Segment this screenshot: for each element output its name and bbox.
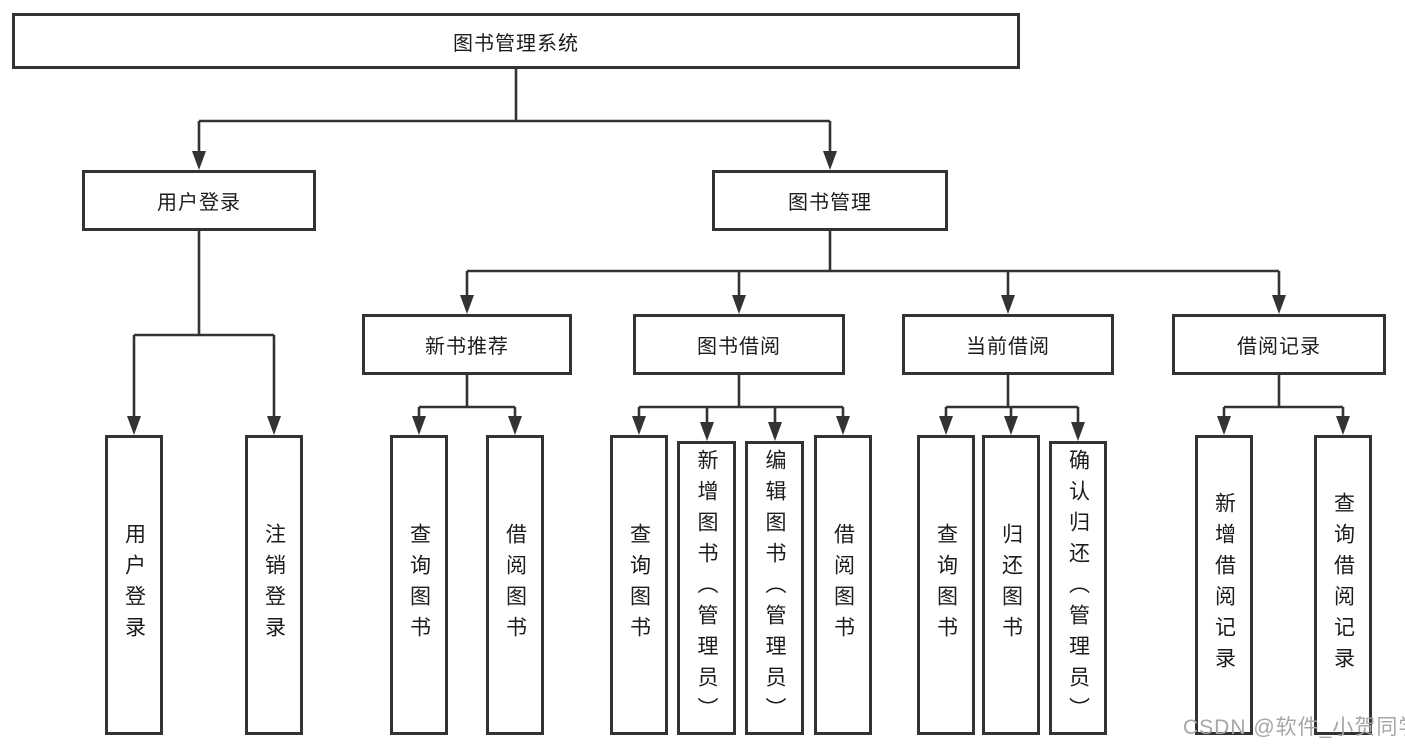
node-book-borrowing: 图书借阅	[633, 314, 845, 375]
leaf-add-borrow-record: 新增借阅记录	[1195, 435, 1253, 735]
leaf-query-books-borrowing: 查询图书	[610, 435, 668, 735]
leaf-borrow-books-recommend: 借阅图书	[486, 435, 544, 735]
node-book-management: 图书管理	[712, 170, 948, 231]
arrowhead-icons	[127, 151, 1350, 441]
node-new-book-recommendation: 新书推荐	[362, 314, 572, 375]
watermark-text: CSDN @软件_小贺同学	[1183, 716, 1405, 739]
node-current-borrowing: 当前借阅	[902, 314, 1114, 375]
node-library-management-system: 图书管理系统	[12, 13, 1020, 69]
leaf-query-books-current: 查询图书	[917, 435, 975, 735]
connector-paths	[132, 69, 1345, 425]
leaf-return-books: 归还图书	[982, 435, 1040, 735]
leaf-query-borrow-record: 查询借阅记录	[1314, 435, 1372, 735]
leaf-edit-books-admin: 编辑图书（管理员）	[745, 441, 804, 735]
leaf-confirm-return-admin: 确认归还（管理员）	[1049, 441, 1107, 735]
node-user-login: 用户登录	[82, 170, 316, 231]
leaf-query-books-recommend: 查询图书	[390, 435, 448, 735]
leaf-logout: 注销登录	[245, 435, 303, 735]
leaf-add-books-admin: 新增图书（管理员）	[677, 441, 736, 735]
leaf-user-login: 用户登录	[105, 435, 163, 735]
leaf-borrow-books-borrowing: 借阅图书	[814, 435, 872, 735]
node-borrowing-records: 借阅记录	[1172, 314, 1386, 375]
